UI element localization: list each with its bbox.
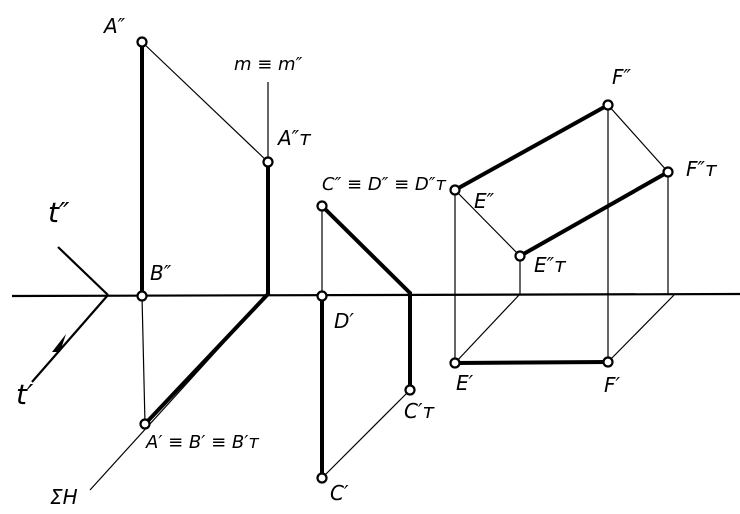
label-f2: F″ — [612, 65, 632, 89]
line-a2-at2 — [141, 41, 269, 163]
label-t2: t″ — [48, 196, 70, 229]
label-d1: D′ — [334, 309, 354, 333]
label-cdd2: C″ ≡ D″ ≡ D″ᴛ — [322, 174, 447, 195]
label-e2: E″ — [474, 189, 495, 213]
trace-arrow-icon — [52, 334, 66, 352]
line-f2-ft2 — [607, 104, 669, 173]
point-b2 — [136, 290, 148, 302]
line-e2-et2 — [454, 189, 521, 257]
label-at2: A″ᴛ — [276, 126, 312, 150]
line-e1-f1 — [453, 360, 610, 365]
label-f1: F′ — [604, 373, 621, 397]
projection-axis — [11, 292, 740, 298]
label-ct1: C′ᴛ — [404, 399, 436, 423]
point-e2 — [449, 184, 461, 196]
point-c2 — [316, 200, 328, 212]
label-sigma-h: ΣH — [50, 485, 78, 509]
point-f2 — [602, 99, 614, 111]
label-et2: E″ᴛ — [534, 253, 567, 277]
label-a2: A″ — [102, 14, 126, 38]
point-a1 — [139, 418, 151, 430]
line-c2-axis — [320, 204, 412, 295]
label-abb1: A′ ≡ B′ ≡ B′ᴛ — [145, 432, 259, 453]
label-t1: t′ — [16, 378, 34, 411]
point-e1 — [449, 357, 461, 369]
line-c1-ct1 — [321, 389, 411, 479]
line-e1-axis — [454, 293, 521, 364]
trace-line-t1 — [31, 294, 109, 383]
point-f1 — [602, 356, 614, 368]
label-m: m ≡ m″ — [234, 54, 303, 75]
label-ft2: F″ᴛ — [686, 157, 718, 181]
point-d1 — [316, 290, 328, 302]
label-b2: B″ — [150, 261, 172, 285]
point-et2 — [514, 250, 526, 262]
link-b2-a1 — [141, 295, 146, 425]
line-et2-ft2 — [518, 170, 670, 258]
line-f1-axis — [607, 293, 676, 363]
point-a2 — [136, 36, 148, 48]
line-a1-axis — [143, 292, 270, 426]
label-e1: E′ — [456, 371, 474, 395]
label-c1: C′ — [330, 481, 349, 505]
point-c1 — [316, 472, 328, 484]
line-e2-f2 — [453, 103, 610, 192]
point-ft2 — [662, 166, 674, 178]
point-ct1 — [404, 384, 416, 396]
point-at2 — [262, 156, 274, 168]
trace-line-t2 — [57, 246, 109, 296]
